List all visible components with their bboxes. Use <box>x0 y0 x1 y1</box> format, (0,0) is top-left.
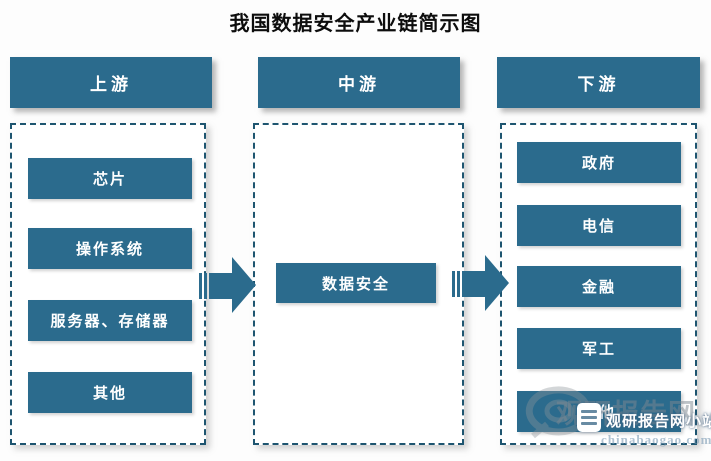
header-midstream: 中游 <box>258 57 460 108</box>
node-telecom-label: 电信 <box>581 219 616 235</box>
header-midstream-label: 中游 <box>338 75 380 94</box>
node-upstream-other-label: 其他 <box>92 386 127 402</box>
node-server-storage-label: 服务器、存储器 <box>50 314 170 330</box>
striped-right-arrow-icon <box>199 257 256 313</box>
magnifier-swirl-logo-icon <box>525 386 591 439</box>
node-server-storage: 服务器、存储器 <box>28 300 192 341</box>
header-downstream: 下游 <box>497 57 700 108</box>
node-government-label: 政府 <box>581 156 616 172</box>
node-data-security: 数据安全 <box>276 263 436 303</box>
node-military: 军工 <box>517 328 681 369</box>
node-data-security-label: 数据安全 <box>321 276 390 293</box>
watermark-url-text: chinabaogao.com <box>601 432 711 447</box>
node-finance: 金融 <box>517 266 681 307</box>
node-finance-label: 金融 <box>581 280 616 296</box>
node-chip-label: 芯片 <box>92 172 127 188</box>
header-downstream-label: 下游 <box>577 75 620 94</box>
node-operating-system: 操作系统 <box>28 228 192 269</box>
header-upstream-label: 上游 <box>90 75 132 94</box>
node-telecom: 电信 <box>517 205 681 246</box>
watermark-site-label: 观研报告网小站 <box>606 414 711 430</box>
node-upstream-other: 其他 <box>28 372 192 413</box>
report-document-icon <box>577 403 601 432</box>
node-military-label: 军工 <box>581 342 616 358</box>
striped-right-arrow-icon <box>452 255 509 311</box>
node-operating-system-label: 操作系统 <box>75 242 144 258</box>
diagram-title: 我国数据安全产业链简示图 <box>229 13 482 35</box>
node-government: 政府 <box>517 142 681 183</box>
header-upstream: 上游 <box>10 57 212 108</box>
node-chip: 芯片 <box>28 158 192 199</box>
